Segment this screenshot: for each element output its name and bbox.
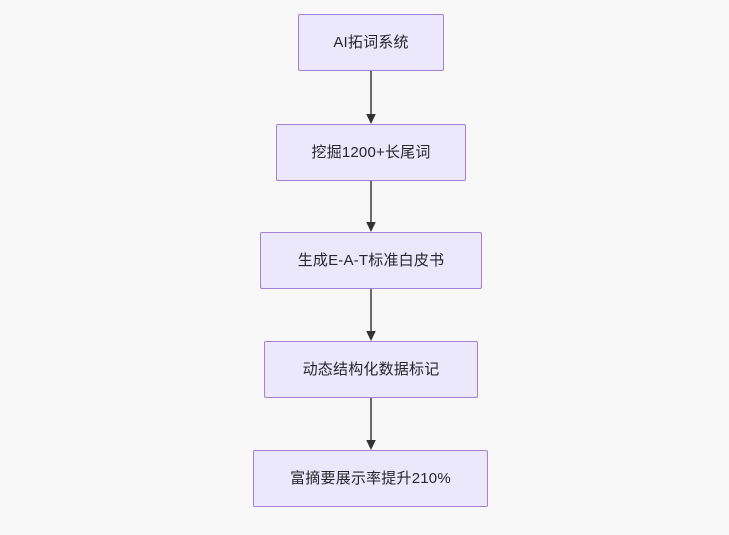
flow-node-label: 动态结构化数据标记: [302, 361, 440, 378]
flow-node-rich-snippet-rate-increase[interactable]: 富摘要展示率提升210%: [253, 450, 488, 507]
flow-node-label: 挖掘1200+长尾词: [311, 144, 431, 161]
edge-n3-n4: [362, 289, 380, 341]
flow-node-label: 富摘要展示率提升210%: [290, 470, 451, 487]
edge-n4-n5: [362, 398, 380, 450]
edge-n2-n3: [362, 181, 380, 232]
flow-node-generate-eat-whitepaper[interactable]: 生成E-A-T标准白皮书: [260, 232, 482, 289]
edge-n1-n2: [362, 71, 380, 124]
flow-node-mine-longtail-keywords[interactable]: 挖掘1200+长尾词: [276, 124, 466, 181]
flow-node-label: 生成E-A-T标准白皮书: [297, 252, 445, 269]
flow-node-dynamic-structured-data-markup[interactable]: 动态结构化数据标记: [264, 341, 478, 398]
flow-node-label: AI拓词系统: [333, 34, 409, 51]
flow-node-ai-keyword-system[interactable]: AI拓词系统: [298, 14, 444, 71]
